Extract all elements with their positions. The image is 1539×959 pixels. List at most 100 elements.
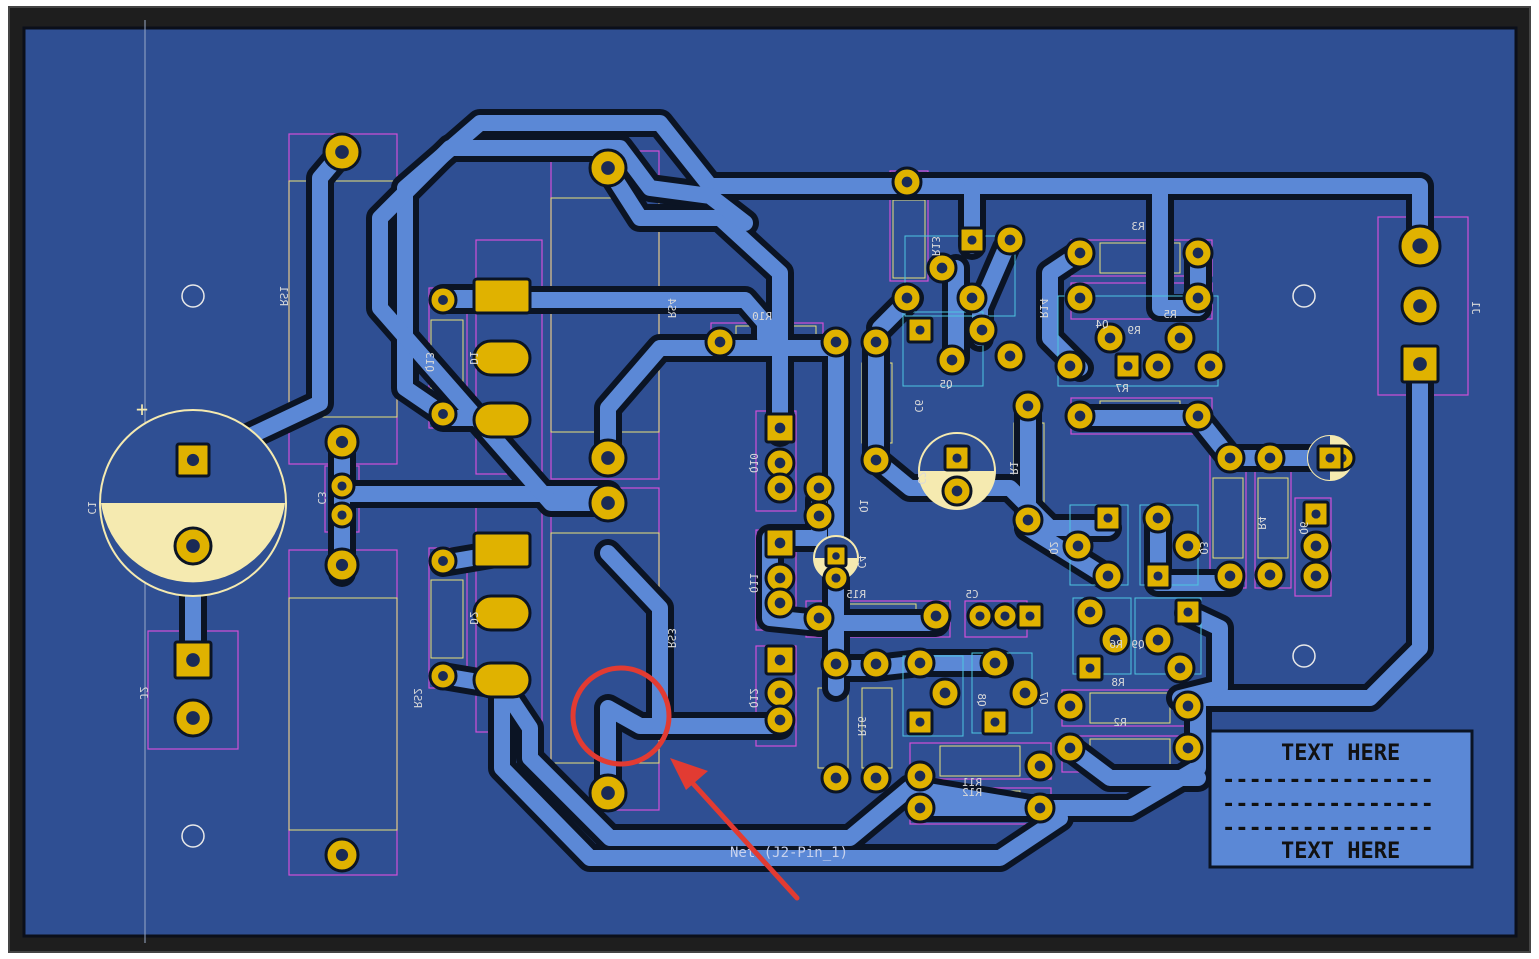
drill-hole: [915, 717, 925, 727]
drill-hole: [186, 453, 200, 467]
ref-label-q3: Q3: [1197, 541, 1210, 554]
drill-hole: [830, 772, 842, 784]
drill-hole: [1153, 571, 1163, 581]
ref-label-c4: C4: [855, 555, 868, 569]
copper-trace[interactable]: [1072, 410, 1278, 466]
drill-hole: [774, 654, 786, 666]
pcb-layout[interactable]: +: [10, 8, 1529, 951]
drill-hole: [1174, 662, 1186, 674]
oval-pad[interactable]: [472, 661, 532, 699]
drill-hole: [1103, 513, 1113, 523]
drill-hole: [915, 325, 925, 335]
drill-hole: [1192, 410, 1204, 422]
drill-hole: [335, 435, 349, 449]
ref-label-q2: Q2: [1047, 541, 1060, 554]
arrow-head-icon: [670, 758, 708, 790]
drill-hole: [1182, 540, 1194, 552]
drill-hole: [1325, 453, 1335, 463]
drill-hole: [936, 262, 948, 274]
ref-label-rs2: RS2: [411, 688, 424, 708]
drill-hole: [337, 510, 347, 520]
copper-trace[interactable]: [1152, 178, 1206, 316]
drill-hole: [774, 714, 786, 726]
copper-trace[interactable]: [1062, 740, 1206, 786]
ref-label-r14: R14: [1037, 298, 1050, 318]
ref-label-r8: R8: [1111, 676, 1124, 689]
copper-trace[interactable]: [397, 115, 1428, 422]
copper-trace[interactable]: [494, 690, 1068, 866]
drill-hole: [335, 848, 349, 862]
drill-hole: [438, 409, 448, 419]
copper-trace[interactable]: [868, 452, 1116, 536]
dash-line-2: ----------------: [1222, 792, 1434, 817]
drill-hole: [967, 235, 977, 245]
drill-hole: [1311, 509, 1321, 519]
drill-hole: [1104, 332, 1116, 344]
drill-hole: [1074, 410, 1086, 422]
drill-hole: [1413, 357, 1427, 371]
drill-hole: [601, 161, 615, 175]
drill-hole: [1123, 361, 1133, 371]
ref-label-r2: R2: [1113, 716, 1126, 729]
oval-pad[interactable]: [472, 339, 532, 377]
drill-hole: [1000, 611, 1010, 621]
drill-hole: [774, 687, 786, 699]
drill-hole: [813, 482, 825, 494]
drill-hole: [1022, 400, 1034, 412]
ref-label-rs1: RS1: [277, 286, 290, 306]
drill-hole: [1085, 663, 1095, 673]
drill-hole: [774, 457, 786, 469]
drill-hole: [337, 481, 347, 491]
copper-trace[interactable]: [600, 160, 788, 441]
copper-trace[interactable]: [600, 700, 788, 801]
drill-hole: [438, 295, 448, 305]
ref-label-r12: R12: [962, 786, 982, 799]
drill-hole: [1074, 247, 1086, 259]
drill-hole: [1034, 802, 1046, 814]
drill-hole: [1182, 742, 1194, 754]
copper-trace[interactable]: [494, 678, 1206, 846]
drill-hole: [901, 176, 913, 188]
pads[interactable]: [173, 132, 1442, 873]
ref-label-d1: D1: [467, 351, 480, 364]
ref-label-q7: Q7: [1037, 691, 1050, 704]
drill-hole: [870, 336, 882, 348]
drill-hole: [774, 572, 786, 584]
ref-label-c3: C3: [315, 491, 328, 504]
drill-hole: [1192, 247, 1204, 259]
drill-hole: [601, 451, 615, 465]
drill-hole: [914, 770, 926, 782]
rect-pad[interactable]: [472, 277, 532, 315]
ref-label-rs3: RS3: [665, 628, 678, 648]
ref-label-q1: Q1: [857, 499, 870, 512]
drill-hole: [946, 354, 958, 366]
drill-hole: [1412, 238, 1428, 254]
drill-hole: [714, 336, 726, 348]
drill-hole: [1025, 611, 1035, 621]
text-here-line-1: TEXT HERE: [1281, 741, 1400, 766]
drill-hole: [1084, 606, 1096, 618]
drill-hole: [976, 324, 988, 336]
drill-hole: [813, 612, 825, 624]
copper-trace[interactable]: [1172, 605, 1228, 706]
pcb-editor-canvas[interactable]: +: [8, 6, 1531, 953]
drill-hole: [966, 292, 978, 304]
drill-hole: [939, 687, 951, 699]
ref-label-r5: R5: [1163, 308, 1176, 321]
copper-trace[interactable]: [828, 655, 1008, 676]
rect-pad[interactable]: [472, 531, 532, 569]
polarity-plus-icon: +: [136, 397, 148, 421]
ref-label-r9: R9: [1127, 324, 1140, 337]
copper-traces[interactable]: [185, 115, 1428, 866]
drill-hole: [1034, 760, 1046, 772]
ref-label-q9: Q9: [1131, 638, 1144, 651]
drill-hole: [774, 422, 786, 434]
copper-trace[interactable]: [600, 340, 728, 466]
silkscreen-text-block[interactable]: TEXT HERE ---------------- -------------…: [1208, 729, 1474, 869]
ref-label-rs4: RS4: [665, 298, 678, 318]
drill-hole: [813, 510, 825, 522]
drill-hole: [186, 711, 200, 725]
oval-pad[interactable]: [472, 401, 532, 439]
oval-pad[interactable]: [472, 594, 532, 632]
